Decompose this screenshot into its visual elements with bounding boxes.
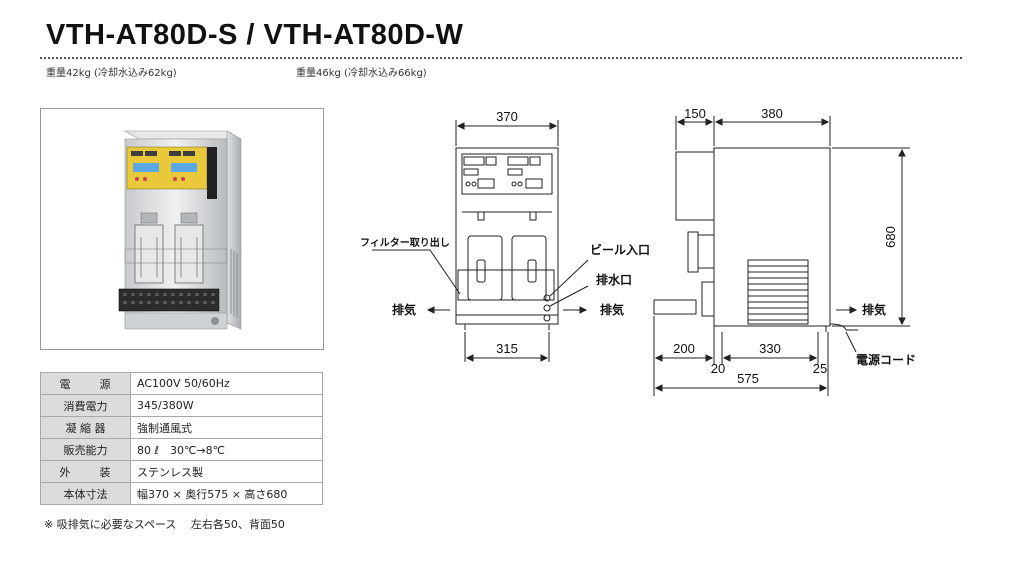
right-gap-label: 25 <box>813 361 827 376</box>
total-depth-label: 575 <box>737 371 759 386</box>
body-base-label: 330 <box>759 341 781 356</box>
spec-value: 強制通風式 <box>130 416 323 439</box>
spec-value: ステンレス製 <box>130 460 323 483</box>
front-overhang-label: 200 <box>673 341 695 356</box>
front-view <box>455 147 559 330</box>
filter-label: フィルター取り出し <box>360 236 450 249</box>
spec-row-exterior: 外 装 ステンレス製 <box>40 460 323 483</box>
left-gap-label: 20 <box>711 361 725 376</box>
spec-label: 本体寸法 <box>40 482 131 505</box>
spec-table: 電 源 AC100V 50/60Hz 消費電力 345/380W 凝 縮 器 強… <box>40 372 323 505</box>
spec-label: 電 源 <box>40 372 131 395</box>
side-view <box>653 147 858 332</box>
technical-drawing: 370 315 フィルター取り出し ビール入口 排水口 排気 排気 150 38… <box>360 106 916 396</box>
height-label: 680 <box>883 226 898 248</box>
front-width-label: 370 <box>496 109 518 124</box>
side-dimensions <box>653 116 910 396</box>
spec-row-capacity: 販売能力 80 ℓ 30℃→8℃ <box>40 438 323 461</box>
spec-value: 幅370 × 奥行575 × 高さ680 <box>130 482 323 505</box>
weight-s-text: 重量42kg (冷却水込み62kg) <box>46 68 177 79</box>
spec-label: 凝 縮 器 <box>40 416 131 439</box>
spec-row-condenser: 凝 縮 器 強制通風式 <box>40 416 323 439</box>
side-exhaust-label: 排気 <box>862 302 886 317</box>
title-divider <box>40 57 962 59</box>
front-dimensions <box>372 120 589 362</box>
exhaust-right-label: 排気 <box>600 302 624 317</box>
spec-row-consumption: 消費電力 345/380W <box>40 394 323 417</box>
tower-depth-label: 150 <box>684 106 706 121</box>
spec-value: 345/380W <box>130 394 323 417</box>
front-base-width-label: 315 <box>496 341 518 356</box>
spec-row-dimensions: 本体寸法 幅370 × 奥行575 × 高さ680 <box>40 482 323 505</box>
exhaust-left-label: 排気 <box>392 302 416 317</box>
footnote: ※ 吸排気に必要なスペース 左右各50、背面50 <box>44 518 285 531</box>
spec-value: AC100V 50/60Hz <box>130 372 323 395</box>
spec-value: 80 ℓ 30℃→8℃ <box>130 438 323 461</box>
spec-row-power: 電 源 AC100V 50/60Hz <box>40 372 323 395</box>
spec-label: 販売能力 <box>40 438 131 461</box>
beer-inlet-label: ビール入口 <box>590 242 650 257</box>
spec-label: 外 装 <box>40 460 131 483</box>
page-title: VTH-AT80D-S / VTH-AT80D-W <box>46 19 464 51</box>
body-depth-label: 380 <box>761 106 783 121</box>
weight-w-text: 重量46kg (冷却水込み66kg) <box>296 68 427 79</box>
spec-label: 消費電力 <box>40 394 131 417</box>
product-photo <box>40 108 324 350</box>
power-cord-label: 電源コード <box>856 352 916 367</box>
product-illustration <box>118 130 243 330</box>
drain-label: 排水口 <box>596 272 632 287</box>
